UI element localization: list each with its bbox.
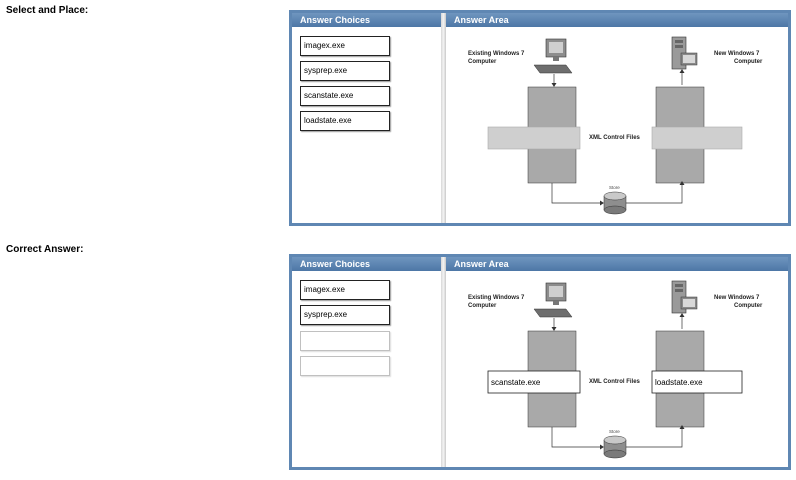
xml-control-files-label: XML Control Files <box>589 379 641 385</box>
store-label: Store <box>609 185 620 190</box>
right-drop-target[interactable] <box>651 126 743 150</box>
desktop-computer-icon <box>533 38 573 74</box>
empty-choice-slot[interactable] <box>300 356 390 376</box>
answer-choices-box: Answer Choices imagex.exe sysprep.exe sc… <box>292 13 441 223</box>
answer-area-box: Answer Area Existing Windows 7 Computer … <box>446 257 788 467</box>
store-database-icon <box>603 191 627 215</box>
empty-choice-slot[interactable] <box>300 331 390 351</box>
section-title: Select and Place: <box>6 5 89 16</box>
choice-item[interactable]: loadstate.exe <box>300 111 390 131</box>
new-computer-label: New Windows 7 <box>714 51 760 57</box>
panel-divider <box>441 257 446 467</box>
answer-area-box: Answer Area Existing Windows 7 Computer … <box>446 13 788 223</box>
xml-control-files-label: XML Control Files <box>589 135 641 141</box>
left-drop-target[interactable] <box>487 126 581 150</box>
left-drop-target[interactable] <box>487 370 581 394</box>
new-computer-label: Computer <box>734 303 763 309</box>
choice-item[interactable]: imagex.exe <box>300 36 390 56</box>
choice-item[interactable]: sysprep.exe <box>300 61 390 81</box>
answer-choices-header: Answer Choices <box>292 13 441 27</box>
right-drop-target[interactable] <box>651 370 743 394</box>
left-drop-target-value: scanstate.exe <box>491 378 541 387</box>
new-computer-label: Computer <box>734 59 763 65</box>
migration-diagram: Existing Windows 7 Computer New Windows … <box>468 280 763 459</box>
drag-drop-panel: Answer Choices imagex.exe sysprep.exe An… <box>289 254 791 470</box>
existing-computer-label: Existing Windows 7 <box>468 51 525 57</box>
choice-item[interactable]: scanstate.exe <box>300 86 390 106</box>
server-computer-icon <box>671 36 698 70</box>
answer-area-header: Answer Area <box>446 257 788 271</box>
choice-item[interactable]: sysprep.exe <box>300 305 390 325</box>
store-database-icon <box>603 435 627 459</box>
panel-divider <box>441 13 446 223</box>
migration-diagram: Existing Windows 7 Computer New Windows … <box>468 36 763 215</box>
new-computer-label: New Windows 7 <box>714 295 760 301</box>
desktop-computer-icon <box>533 282 573 318</box>
store-label: Store <box>609 429 620 434</box>
existing-computer-label: Computer <box>468 303 497 309</box>
right-drop-target-value: loadstate.exe <box>655 378 703 387</box>
answer-area-header: Answer Area <box>446 13 788 27</box>
answer-choices-box: Answer Choices imagex.exe sysprep.exe <box>292 257 441 467</box>
server-computer-icon <box>671 280 698 314</box>
existing-computer-label: Existing Windows 7 <box>468 295 525 301</box>
drag-drop-panel: Answer Choices imagex.exe sysprep.exe sc… <box>289 10 791 226</box>
choice-item[interactable]: imagex.exe <box>300 280 390 300</box>
existing-computer-label: Computer <box>468 59 497 65</box>
section-title: Correct Answer: <box>6 244 84 255</box>
answer-choices-header: Answer Choices <box>292 257 441 271</box>
